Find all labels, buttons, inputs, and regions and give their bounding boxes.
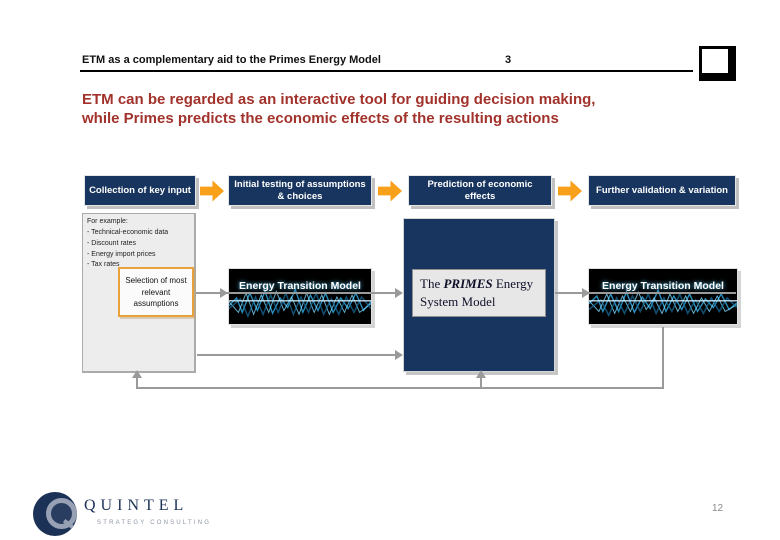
quintel-wordmark: QUINTEL [84,497,189,514]
example-list: For example: Technical-economic data Dis… [83,214,194,271]
headline-line2: while Primes predicts the economic effec… [82,110,559,127]
energy-transition-model-image-left: Energy Transition Model [228,268,372,325]
step-collection-of-key-input: Collection of key input [84,175,196,206]
connector-selection-to-primes-line [196,292,397,294]
primes-text-rest: Energy System Model [420,276,534,309]
step-prediction-economic-effects: Prediction of economic effects [408,175,552,206]
arrowhead-panel-to-primes [395,350,403,360]
header-title: ETM as a complementary aid to the Primes… [82,54,381,66]
primes-model-label: The PRIMES Energy System Model [412,269,546,317]
flow-arrow-icon [378,180,402,202]
feedback-horizontal-line [136,387,664,389]
feedback-up-line-panel [136,377,138,388]
arrowhead-up-into-primes [476,370,486,378]
flow-arrow-icon [200,180,224,202]
feedback-up-line-primes [480,377,482,388]
step-further-validation: Further validation & variation [588,175,736,206]
arrowhead-into-primes-left [395,288,403,298]
example-title: For example: [87,218,128,225]
arrowhead-into-etm-left [220,288,228,298]
example-item: Technical-economic data [87,228,192,239]
flow-arrow-icon [558,180,582,202]
quintel-tagline: STRATEGY CONSULTING [97,520,212,526]
connector-primes-to-etm-right-line [555,292,736,294]
selection-assumptions-box: Selection of most relevant assumptions [118,267,194,317]
header-section-number: 3 [505,54,512,66]
arrowhead-into-etm-right [582,288,590,298]
energy-transition-model-image-right: Energy Transition Model [588,268,738,325]
etm-label: Energy Transition Model [602,280,724,292]
connector-panel-to-primes-line [197,354,397,356]
electric-wave-graphic [229,287,371,319]
primes-model-block: The PRIMES Energy System Model [403,218,555,372]
example-item: Energy import prices [87,250,192,261]
corner-square-icon [699,46,736,81]
headline-line1: ETM can be regarded as an interactive to… [82,91,596,108]
arrowhead-up-into-panel [132,370,142,378]
page-number: 12 [712,503,724,514]
etm-label: Energy Transition Model [239,280,361,292]
example-item: Tax rates [87,260,192,271]
electric-wave-graphic [589,288,737,318]
slide-headline: ETM can be regarded as an interactive to… [82,90,732,128]
header-rule [80,70,693,72]
primes-text-name: PRIMES [443,276,493,291]
quintel-logo-icon [33,492,77,536]
primes-text-the: The [420,276,444,291]
feedback-vertical-line [662,327,664,389]
example-item: Discount rates [87,239,192,250]
step-initial-testing: Initial testing of assumptions & choices [228,175,372,206]
